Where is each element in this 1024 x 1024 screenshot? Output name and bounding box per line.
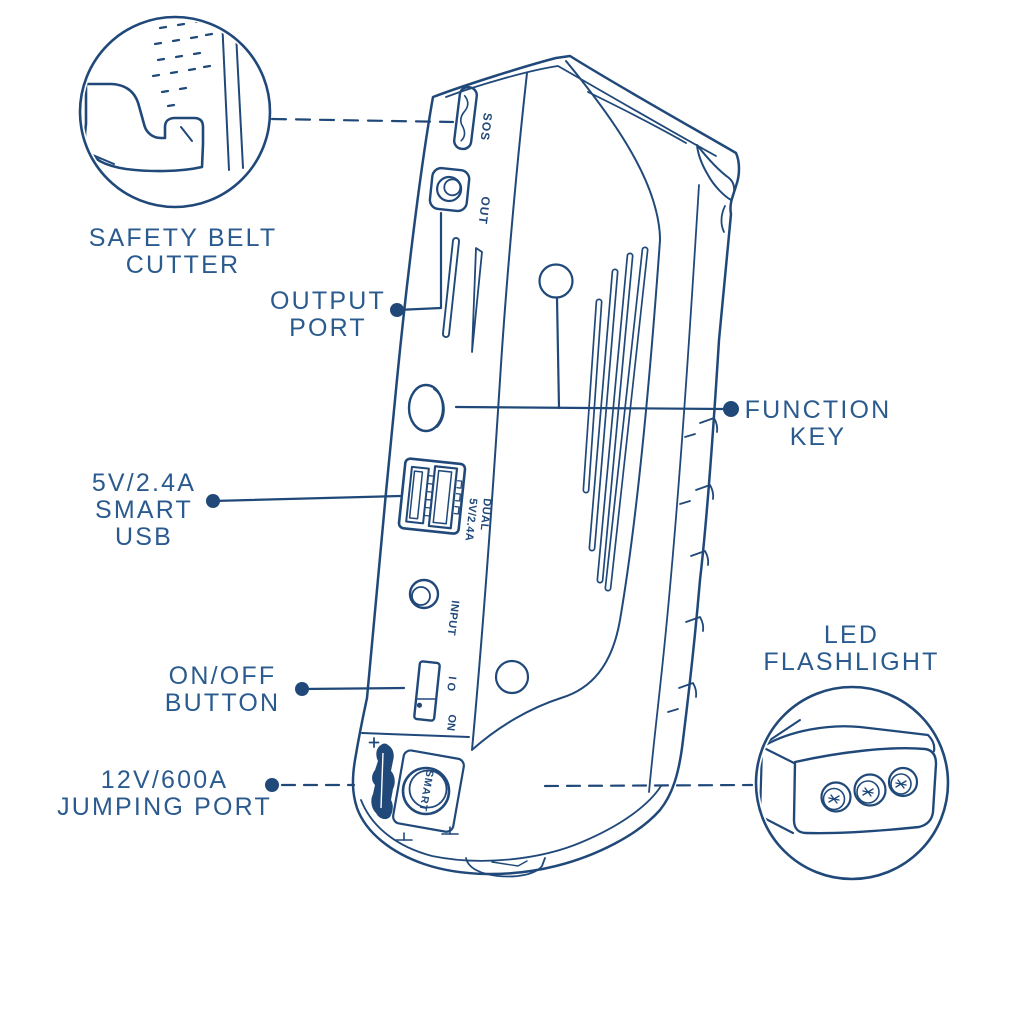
plus-mark: [368, 737, 380, 748]
label-led-flashlight: LED FLASHLIGHT: [763, 621, 940, 676]
on-off-dot: [295, 682, 309, 696]
power-switch: [413, 660, 441, 722]
belt-cutter-hook: [83, 82, 205, 173]
label-safety-belt-cutter: SAFETY BELT CUTTER: [88, 224, 278, 279]
jump-port-section: SMART: [361, 732, 470, 841]
mid-right-fold: [648, 184, 700, 793]
device-edge-line-1: [221, 20, 230, 171]
magnifier-circle: [78, 15, 272, 209]
led-flashlight-magnifier: [754, 685, 950, 881]
output-port-dot: [390, 303, 404, 317]
function-key-leader: [454, 405, 726, 411]
on-off-leader: [300, 686, 406, 691]
input-jack-marking: INPUT: [445, 600, 461, 637]
device-edge-line-2: [234, 20, 244, 169]
edge-hatch-2: [937, 711, 945, 720]
front-top-fold: [565, 60, 661, 241]
function-key-dot: [723, 401, 739, 417]
base-foot-tab: [465, 857, 546, 878]
blade-notch: [180, 126, 193, 142]
input-jack: [408, 578, 440, 610]
jumping-port-dot: [265, 778, 279, 792]
front-face-button-lower: [494, 659, 530, 695]
bracket-marks: [395, 826, 459, 841]
belt-cutter-magnifier: [78, 15, 272, 209]
magnifier-circle: [754, 685, 950, 881]
base-foot-notch: [491, 860, 528, 867]
switch-io-marking: I O: [444, 676, 458, 692]
jumping-port-leader-right: [543, 783, 754, 788]
handle-hook: [696, 144, 736, 201]
housing-front-face: [792, 747, 938, 835]
base-inner-rim: [360, 785, 662, 862]
smart-usb-leader: [211, 494, 402, 503]
usb-marking-2: DUAL: [478, 498, 493, 532]
switch-on-marking: ON: [444, 714, 458, 732]
output-port-marking: OUT: [476, 196, 493, 226]
led-2: [853, 773, 887, 807]
device-edge-upper: [763, 719, 801, 745]
output-port: [428, 166, 471, 213]
grip-dot-texture: [151, 20, 214, 108]
front-face-button-upper: [538, 263, 574, 299]
function-key-stem: [555, 296, 561, 410]
function-key-button: [407, 383, 445, 433]
handle-hook-notch: [720, 205, 726, 233]
smart-usb-dot: [206, 494, 220, 508]
led-3: [887, 766, 919, 798]
label-smart-usb: 5V/2.4A SMART USB: [91, 469, 197, 551]
device-edge-upper-2: [774, 690, 813, 713]
output-port-leader: [395, 211, 443, 312]
hook-shadow-line: [83, 147, 115, 165]
usb-marking-1: 5V/2.4A: [462, 498, 478, 542]
device-outline: [351, 54, 741, 876]
panel-divider: [471, 72, 528, 751]
cutter-slot-marking: SOS: [478, 112, 495, 142]
grip-slots: [582, 246, 649, 592]
label-output-port: OUTPUT PORT: [270, 287, 386, 342]
belt-cutter-leader: [270, 117, 455, 124]
label-jumping-port: 12V/600A JUMPING PORT: [57, 766, 272, 821]
led-1: [820, 781, 852, 813]
side-vent-slots: [442, 237, 483, 353]
leader-lines: [206, 117, 754, 792]
edge-hatch-1: [935, 699, 945, 707]
jump-connector-silhouette: [371, 743, 395, 820]
top-edge-accent: [587, 91, 687, 144]
front-right-fold: [472, 239, 661, 750]
housing-side-face: [759, 745, 796, 835]
belt-cutter-slot: [452, 85, 478, 151]
label-on-off-button: ON/OFF BUTTON: [164, 662, 281, 717]
top-edge-inner-line: [445, 65, 717, 157]
dual-usb-ports: [397, 457, 467, 535]
label-function-key: FUNCTION KEY: [744, 396, 892, 451]
jump-port-socket: [401, 766, 451, 816]
right-edge-bumps: [667, 417, 719, 713]
device-body: SOS OUT 5V/2.4A: [351, 54, 741, 878]
housing-top-face: [760, 725, 936, 753]
